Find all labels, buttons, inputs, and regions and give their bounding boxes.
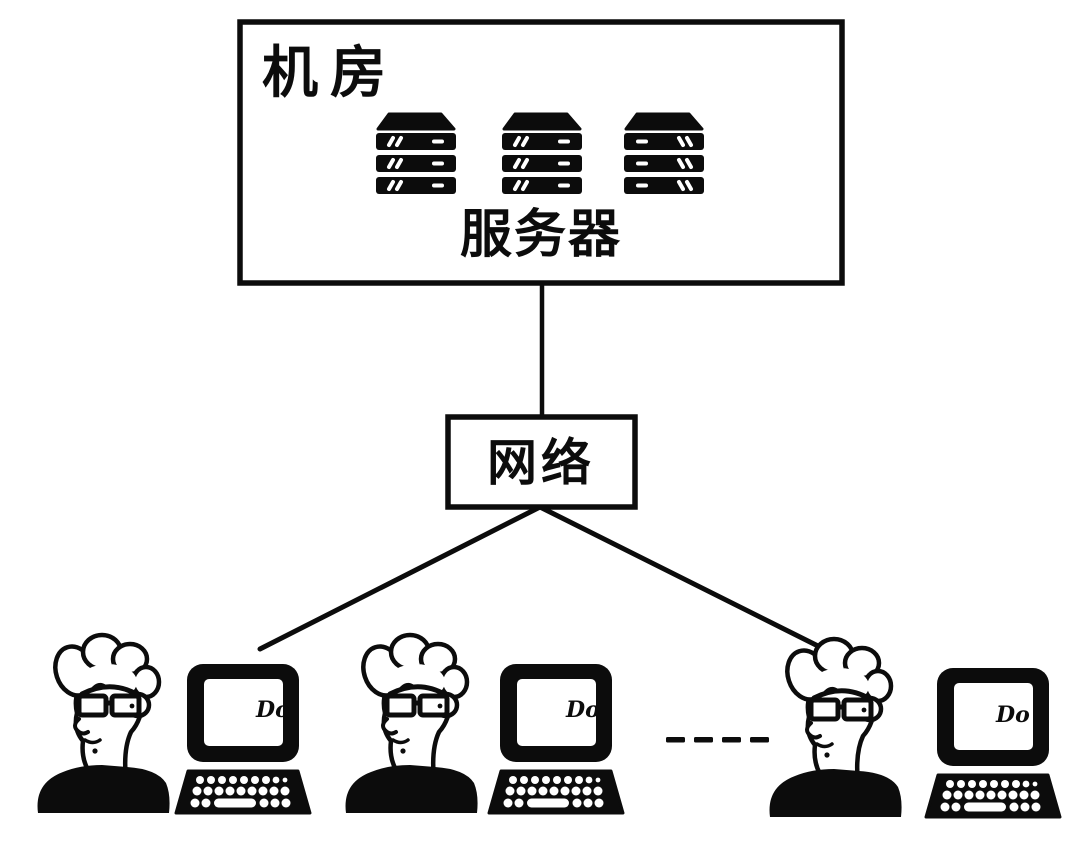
computer-screen-text-1: Do [255,697,290,723]
client-computer-3 [924,666,1062,819]
computer-screen-text-3: Do [995,702,1030,728]
servers-caption: 服务器 [460,206,622,264]
network-label: 网络 [487,435,595,491]
server-room-label: 机房 [262,41,398,104]
ellipsis-dashes [666,737,769,743]
user-figure-3 [770,639,902,817]
client-computer-1 [174,662,312,815]
server-room-box [237,19,845,286]
network-box [445,414,638,510]
user-figure-1 [38,635,170,813]
network-client-connector-left [257,504,543,652]
computer-screen-text-2: Do [565,697,600,723]
network-client-connector-right [537,504,825,651]
client-computer-2 [487,662,625,815]
user-figure-2 [346,635,478,813]
